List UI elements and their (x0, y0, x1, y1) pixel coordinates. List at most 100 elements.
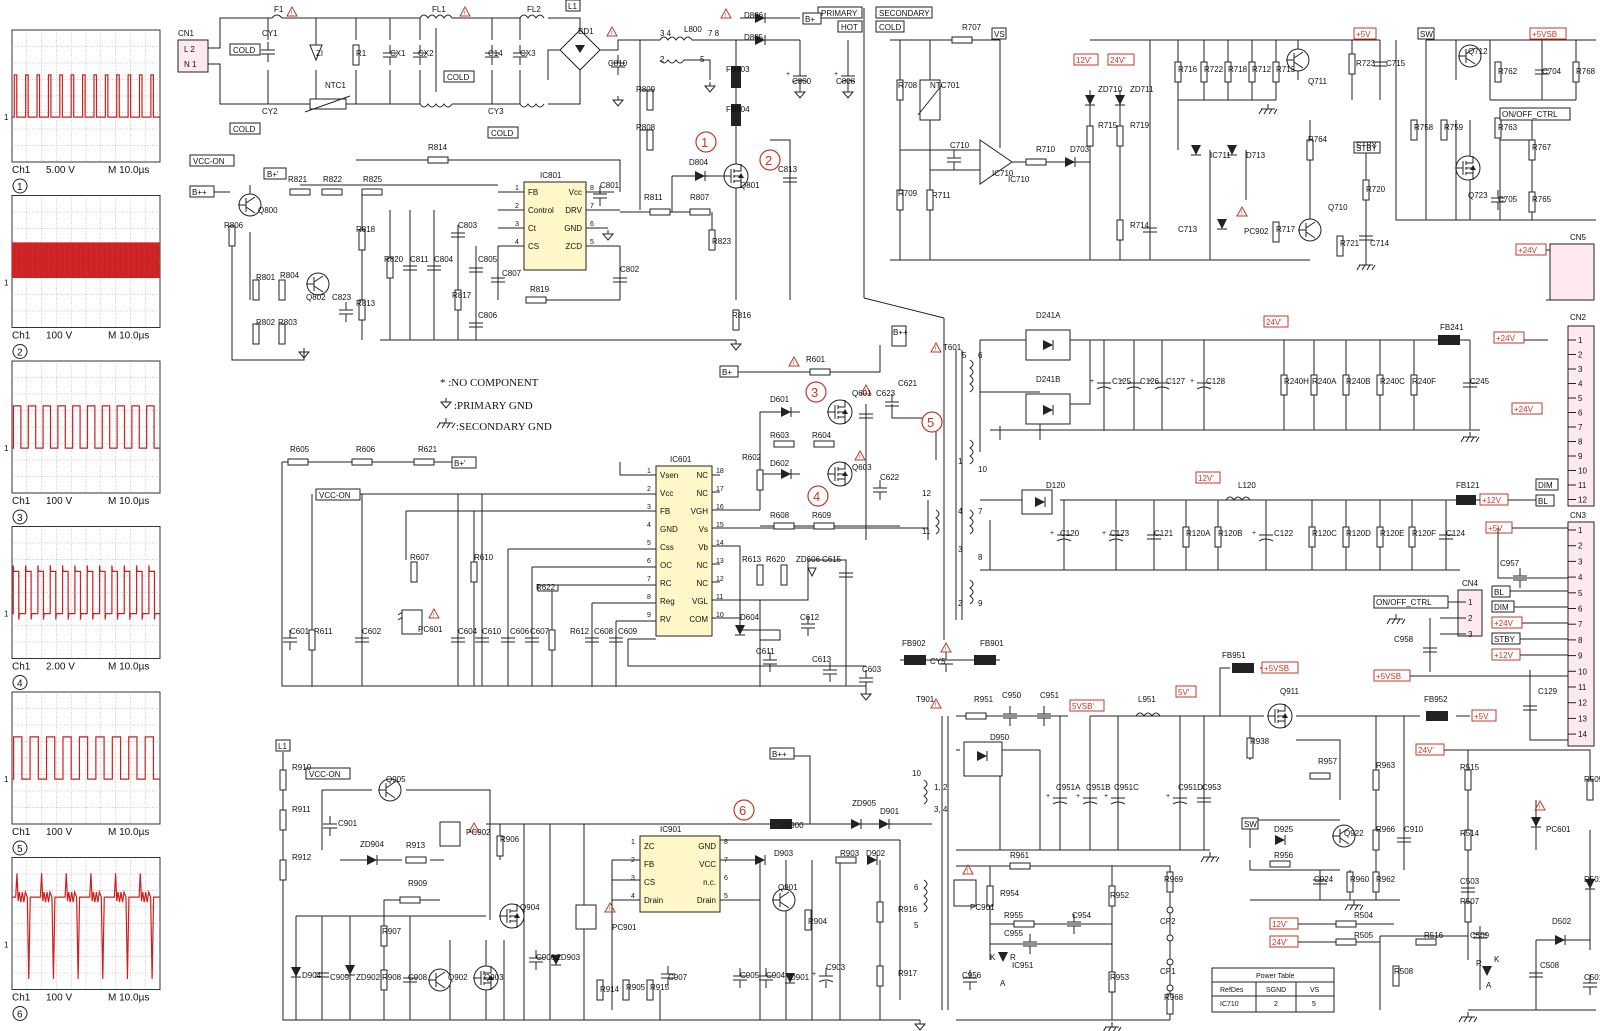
svg-text:R: R (1476, 959, 1482, 968)
ic801pins-r-2: GND (564, 224, 582, 233)
marker-6: 6 (739, 803, 746, 818)
component-label: IC710 (1008, 175, 1030, 184)
component-label: R514 (1460, 829, 1480, 838)
cn1-name: CN1 (178, 29, 195, 38)
component-label: D901 (790, 973, 810, 982)
component-label: R718 (1228, 65, 1248, 74)
component-label: R817 (452, 291, 472, 300)
ic801pins-r-0: Vcc (569, 188, 582, 197)
component-label: IC711 (1210, 151, 1231, 160)
component-label: Q911 (1280, 687, 1300, 696)
component-label: R966 (1376, 825, 1396, 834)
component-label: CP2 (1160, 917, 1176, 926)
ic601pins-r-2: VGH (691, 507, 709, 516)
component-label: C956 (962, 971, 982, 980)
cn3pins-pin-12: 12 (1578, 699, 1587, 708)
marker-1: 1 (701, 135, 708, 150)
component-label: R907 (382, 927, 402, 936)
component-label: R607 (410, 553, 430, 562)
component-label: D903 (774, 849, 794, 858)
component-label: R120F (1412, 529, 1436, 538)
component-label: D601 (770, 395, 790, 404)
component-label: R813 (356, 299, 376, 308)
component-label: R909 (408, 879, 428, 888)
svg-text:2: 2 (660, 55, 665, 64)
scope-volts-2: 100 V (46, 331, 72, 342)
cn3-connector (1567, 521, 1595, 747)
ic901pins-l-0: ZC (644, 842, 655, 851)
component-label: R712 (1252, 65, 1272, 74)
scope-index-6: 6 (17, 1010, 23, 1021)
component-label: R955 (1004, 911, 1024, 920)
component-label: C801 (600, 181, 620, 190)
component-label: D703 (1070, 145, 1090, 154)
component-label: R960 (1350, 875, 1370, 884)
component-label: Q901 (778, 883, 798, 892)
component-label: C805 (478, 255, 498, 264)
cn3-pin8-label: +24V (1494, 619, 1514, 628)
component-label: C804 (434, 255, 454, 264)
component-label: C800 (792, 77, 812, 86)
component-label: R240B (1346, 377, 1370, 386)
component-label: R120E (1380, 529, 1404, 538)
net-bpp-vertical: B++ (893, 328, 908, 337)
ic601pins-ln-3: 4 (647, 522, 651, 529)
component-label: Q802 (306, 293, 326, 302)
component-label: R956 (1274, 851, 1294, 860)
component-label: R968 (1164, 993, 1184, 1002)
component-label: C509 (1470, 931, 1490, 940)
scope-channel-6: Ch1 (12, 993, 31, 1004)
ic601pins-rn-1: 17 (716, 486, 724, 493)
component-label: R765 (1532, 195, 1552, 204)
component-label: D713 (1246, 151, 1266, 160)
marker-4: 4 (813, 489, 820, 504)
secondary-label: SECONDARY (879, 9, 930, 18)
net-24v-ic502-in: 24V' (1272, 938, 1288, 947)
component-label: R602 (742, 453, 762, 462)
component-label: C953 (1202, 783, 1222, 792)
component-label: Q904 (520, 903, 540, 912)
power-table-cell-sgnd: 2 (1274, 1001, 1278, 1008)
component-label: C705 (1498, 195, 1518, 204)
net-l1-bottom: L1 (278, 742, 287, 751)
svg-text:K: K (1494, 955, 1500, 964)
component-label: PC902 (1244, 227, 1269, 236)
ic601pins-ln-6: 7 (647, 576, 651, 583)
component-label: R816 (732, 311, 752, 320)
cn2-pin11-label: DIM (1538, 481, 1553, 490)
scope-time-4: M 10.0µs (108, 662, 149, 673)
ic901pins-rn-3: 5 (724, 893, 728, 900)
net-5v-top: +5V (1356, 30, 1371, 39)
cn3pins-pin-10: 10 (1578, 667, 1587, 676)
component-label: C124 (1446, 529, 1466, 538)
component-label: C715 (1386, 59, 1406, 68)
component-label: D120 (1046, 481, 1066, 490)
component-label: R823 (712, 237, 732, 246)
net-vs: VS (994, 30, 1005, 39)
ic901pins-ln-2: 3 (631, 875, 635, 882)
component-label: R904 (808, 917, 828, 926)
cn3-pin1-label: +5V (1488, 524, 1503, 533)
ic801pins-ln-2: 3 (515, 221, 519, 228)
cn3pins-pin-13: 13 (1578, 714, 1587, 723)
net-vcc-on-1: VCC-ON (193, 157, 225, 166)
cn4-onoff-label: ON/OFF_CTRL (1376, 598, 1432, 607)
ic801pins-rn-2: 6 (590, 221, 594, 228)
ic901pins-r-2: n.c. (703, 878, 716, 887)
legend-no-component: * :NO COMPONENT (440, 377, 539, 389)
component-label: C126 (1140, 377, 1160, 386)
component-label: C823 (332, 293, 352, 302)
scope-time-3: M 10.0µs (108, 496, 149, 507)
cn4pins-pin-2: 2 (1468, 614, 1473, 623)
component-label: C950 (1002, 691, 1022, 700)
scope-channel-4: Ch1 (12, 662, 31, 673)
component-label: R938 (1250, 737, 1270, 746)
component-label: Q710 (1328, 203, 1348, 212)
component-label: R758 (1414, 123, 1434, 132)
component-label: C603 (862, 665, 882, 674)
component-label: CY2 (262, 107, 278, 116)
component-label: R809 (636, 85, 656, 94)
component-label: R722 (1204, 65, 1224, 74)
svg-text:IC710: IC710 (992, 169, 1014, 178)
